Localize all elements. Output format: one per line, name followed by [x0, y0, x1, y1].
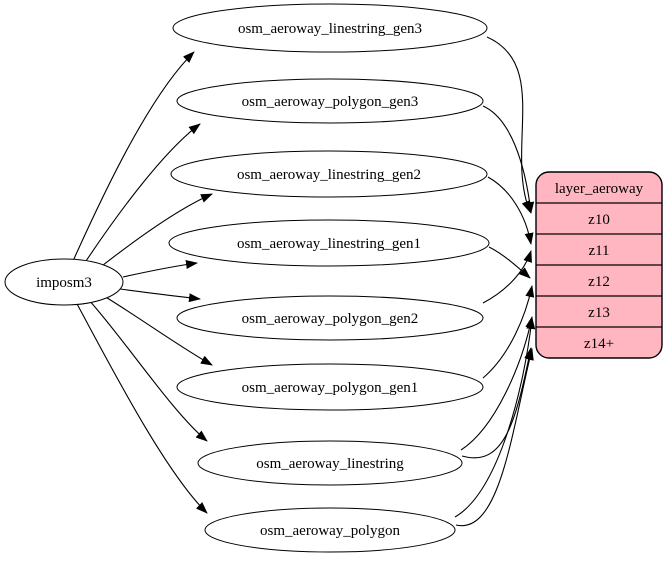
- polygon-ellipse: [204, 507, 456, 553]
- polygon-gen2-ellipse: [176, 295, 484, 341]
- linestring-gen2-label: osm_aeroway_linestring_gen2: [237, 167, 421, 183]
- edge-imposm3-polygon: [75, 301, 208, 514]
- edges-source-to-tables: [72, 51, 213, 514]
- edge-polygon-gen2-z11: [482, 250, 532, 304]
- node-osm-aeroway-polygon: osm_aeroway_polygon: [204, 507, 456, 553]
- polygon-gen1-label: osm_aeroway_polygon_gen1: [242, 380, 419, 396]
- node-osm-aeroway-linestring: osm_aeroway_linestring: [197, 440, 463, 486]
- layer-row-z10: z10: [588, 212, 610, 228]
- edge-imposm3-linestring-gen1: [122, 260, 198, 278]
- imposm3-ellipse: [4, 258, 124, 306]
- node-osm-aeroway-linestring-gen3: osm_aeroway_linestring_gen3: [172, 3, 488, 53]
- edge-imposm3-polygon-gen2: [119, 288, 201, 303]
- edge-polygon-gen3-z10: [482, 105, 535, 214]
- node-imposm3: imposm3: [4, 258, 124, 306]
- polygon-label: osm_aeroway_polygon: [260, 523, 400, 539]
- layer-row-z12: z12: [588, 274, 610, 290]
- edge-imposm3-polygon-gen1: [103, 295, 213, 366]
- edge-linestring-z13: [460, 316, 535, 451]
- edge-linestring-gen2-z11: [487, 176, 534, 245]
- layer-row-z14: z14+: [584, 336, 614, 352]
- edge-polygon-z13: [454, 317, 536, 518]
- edge-polygon-z14: [455, 348, 534, 527]
- linestring-gen1-ellipse: [168, 219, 490, 267]
- edge-imposm3-linestring-gen3: [72, 51, 195, 262]
- edge-imposm3-linestring: [87, 298, 208, 442]
- edge-linestring-gen3-z10: [486, 36, 531, 213]
- linestring-label: osm_aeroway_linestring: [256, 456, 404, 472]
- linestring-gen3-label: osm_aeroway_linestring_gen3: [238, 21, 422, 37]
- layer-row-z13: z13: [588, 305, 610, 321]
- node-layer-aeroway: layer_aeroway z10 z11 z12 z13 z14+: [535, 171, 663, 359]
- polygon-gen3-ellipse: [176, 78, 484, 124]
- polygon-gen3-label: osm_aeroway_polygon_gen3: [242, 94, 419, 110]
- node-osm-aeroway-linestring-gen2: osm_aeroway_linestring_gen2: [170, 150, 488, 198]
- polygon-gen1-ellipse: [176, 363, 484, 411]
- linestring-gen1-label: osm_aeroway_linestring_gen1: [237, 236, 421, 252]
- edge-imposm3-linestring-gen2: [97, 193, 213, 270]
- edge-polygon-gen1-z12: [482, 285, 535, 379]
- node-osm-aeroway-polygon-gen3: osm_aeroway_polygon_gen3: [176, 78, 484, 124]
- linestring-ellipse: [197, 440, 463, 486]
- node-osm-aeroway-linestring-gen1: osm_aeroway_linestring_gen1: [168, 219, 490, 267]
- edge-linestring-gen1-z12: [488, 246, 531, 279]
- edges-tables-to-layer: [454, 36, 536, 527]
- polygon-gen2-label: osm_aeroway_polygon_gen2: [242, 311, 419, 327]
- edge-imposm3-polygon-gen3: [83, 123, 201, 265]
- linestring-gen3-ellipse: [172, 3, 488, 53]
- node-osm-aeroway-polygon-gen1: osm_aeroway_polygon_gen1: [176, 363, 484, 411]
- layer-aeroway-title: layer_aeroway: [555, 181, 644, 197]
- layer-row-z11: z11: [588, 243, 609, 259]
- node-osm-aeroway-polygon-gen2: osm_aeroway_polygon_gen2: [176, 295, 484, 341]
- imposm3-label: imposm3: [36, 275, 92, 291]
- edge-linestring-z14: [461, 347, 534, 459]
- linestring-gen2-ellipse: [170, 150, 488, 198]
